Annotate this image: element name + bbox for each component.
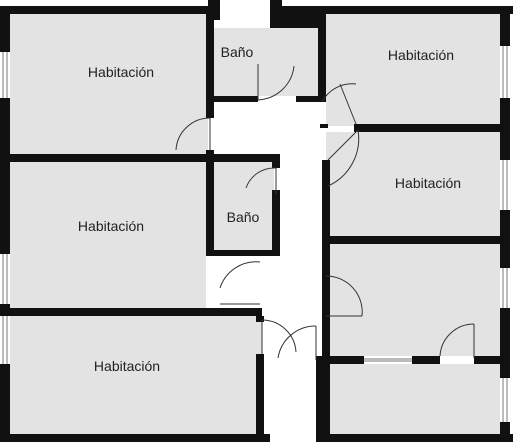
door-post-lower bbox=[256, 316, 264, 322]
entry-post-right bbox=[270, 0, 282, 14]
door-bathroom-top[interactable] bbox=[257, 64, 295, 101]
bedroom-top-left-floor bbox=[10, 12, 208, 154]
wall-bedroom-bathroom-top bbox=[206, 14, 214, 118]
door-bathroom-middle[interactable] bbox=[245, 167, 277, 194]
label-bedroom-bottom-left: Habitación bbox=[94, 358, 160, 374]
door-room-bottom-right[interactable] bbox=[439, 323, 475, 358]
window-left-middle bbox=[0, 254, 10, 304]
window-right-top bbox=[500, 46, 510, 98]
bathroom-top-floor bbox=[214, 28, 320, 96]
wall-lower-right-rooms-right bbox=[474, 356, 500, 364]
outer-wall-top-right bbox=[270, 6, 513, 14]
windows bbox=[0, 46, 510, 422]
door-bedroom-top-right[interactable] bbox=[321, 83, 357, 125]
label-bathroom-top: Baño bbox=[221, 44, 254, 60]
outer-wall-right bbox=[500, 6, 510, 442]
wall-bedroom-bottom-left-right bbox=[256, 354, 264, 442]
doors bbox=[175, 64, 475, 360]
room-lower-right-floor bbox=[330, 244, 500, 356]
bathroom-top-upper-wall bbox=[270, 14, 322, 28]
bathroom-top-bottom-wall-left bbox=[206, 96, 258, 102]
wall-bedroom-middle-right-bottom bbox=[330, 236, 500, 244]
window-right-middle bbox=[500, 160, 510, 210]
bedroom-top-right-floor bbox=[326, 12, 500, 126]
outer-wall-bottom-left bbox=[0, 434, 270, 442]
room-bottom-right-floor bbox=[330, 364, 500, 434]
label-bedroom-middle-right: Habitación bbox=[395, 175, 461, 191]
bedroom-middle-left-floor bbox=[10, 162, 206, 308]
door-room-lower-right[interactable] bbox=[325, 275, 363, 317]
window-left-lower bbox=[0, 316, 10, 364]
corridor-wall-right bbox=[322, 160, 330, 356]
room-labels: Habitación Baño Habitación Habitación Ba… bbox=[78, 44, 461, 374]
bedroom-middle-right-floor bbox=[326, 132, 500, 236]
wall-between-lower-left-bedrooms bbox=[10, 308, 262, 316]
door-bedroom-middle-left[interactable] bbox=[219, 261, 261, 305]
sliding-door-lower-right bbox=[364, 356, 412, 364]
outer-wall-bottom-right bbox=[316, 434, 513, 442]
label-bathroom-middle: Baño bbox=[227, 209, 260, 225]
entry-post-left bbox=[208, 0, 220, 14]
window-right-bottom bbox=[500, 378, 510, 422]
outer-wall-left bbox=[0, 6, 10, 442]
entry-wall-right bbox=[316, 356, 330, 442]
bathroom-top-bottom-wall-right bbox=[296, 96, 326, 102]
bathroom-middle-floor bbox=[212, 162, 274, 250]
wall-top-middle-left bbox=[10, 154, 280, 162]
door-bedroom-bottom-left[interactable] bbox=[261, 319, 297, 354]
outer-wall-top-left bbox=[0, 6, 220, 14]
label-bedroom-top-right: Habitación bbox=[388, 47, 454, 63]
room-floors bbox=[10, 12, 500, 436]
wall-bathroom-middle-right bbox=[272, 190, 280, 256]
bathroom-middle-corner bbox=[272, 154, 280, 168]
wall-bathroom-middle-left bbox=[206, 160, 214, 256]
wall-bathroom-middle-bottom bbox=[206, 250, 280, 256]
door-entrance[interactable] bbox=[277, 325, 317, 360]
door-bedroom-top-left[interactable] bbox=[175, 117, 211, 151]
label-bedroom-top-left: Habitación bbox=[88, 64, 154, 80]
bedroom-bottom-left-floor bbox=[10, 316, 262, 436]
label-bedroom-middle-left: Habitación bbox=[78, 218, 144, 234]
window-left-upper bbox=[0, 52, 10, 98]
wall-stub-right bbox=[320, 124, 328, 128]
window-right-lower bbox=[500, 268, 510, 308]
wall-bathroom-top-right bbox=[318, 10, 326, 102]
door-bedroom-middle-right[interactable] bbox=[327, 129, 360, 187]
wall-between-right-bedrooms bbox=[354, 124, 500, 132]
